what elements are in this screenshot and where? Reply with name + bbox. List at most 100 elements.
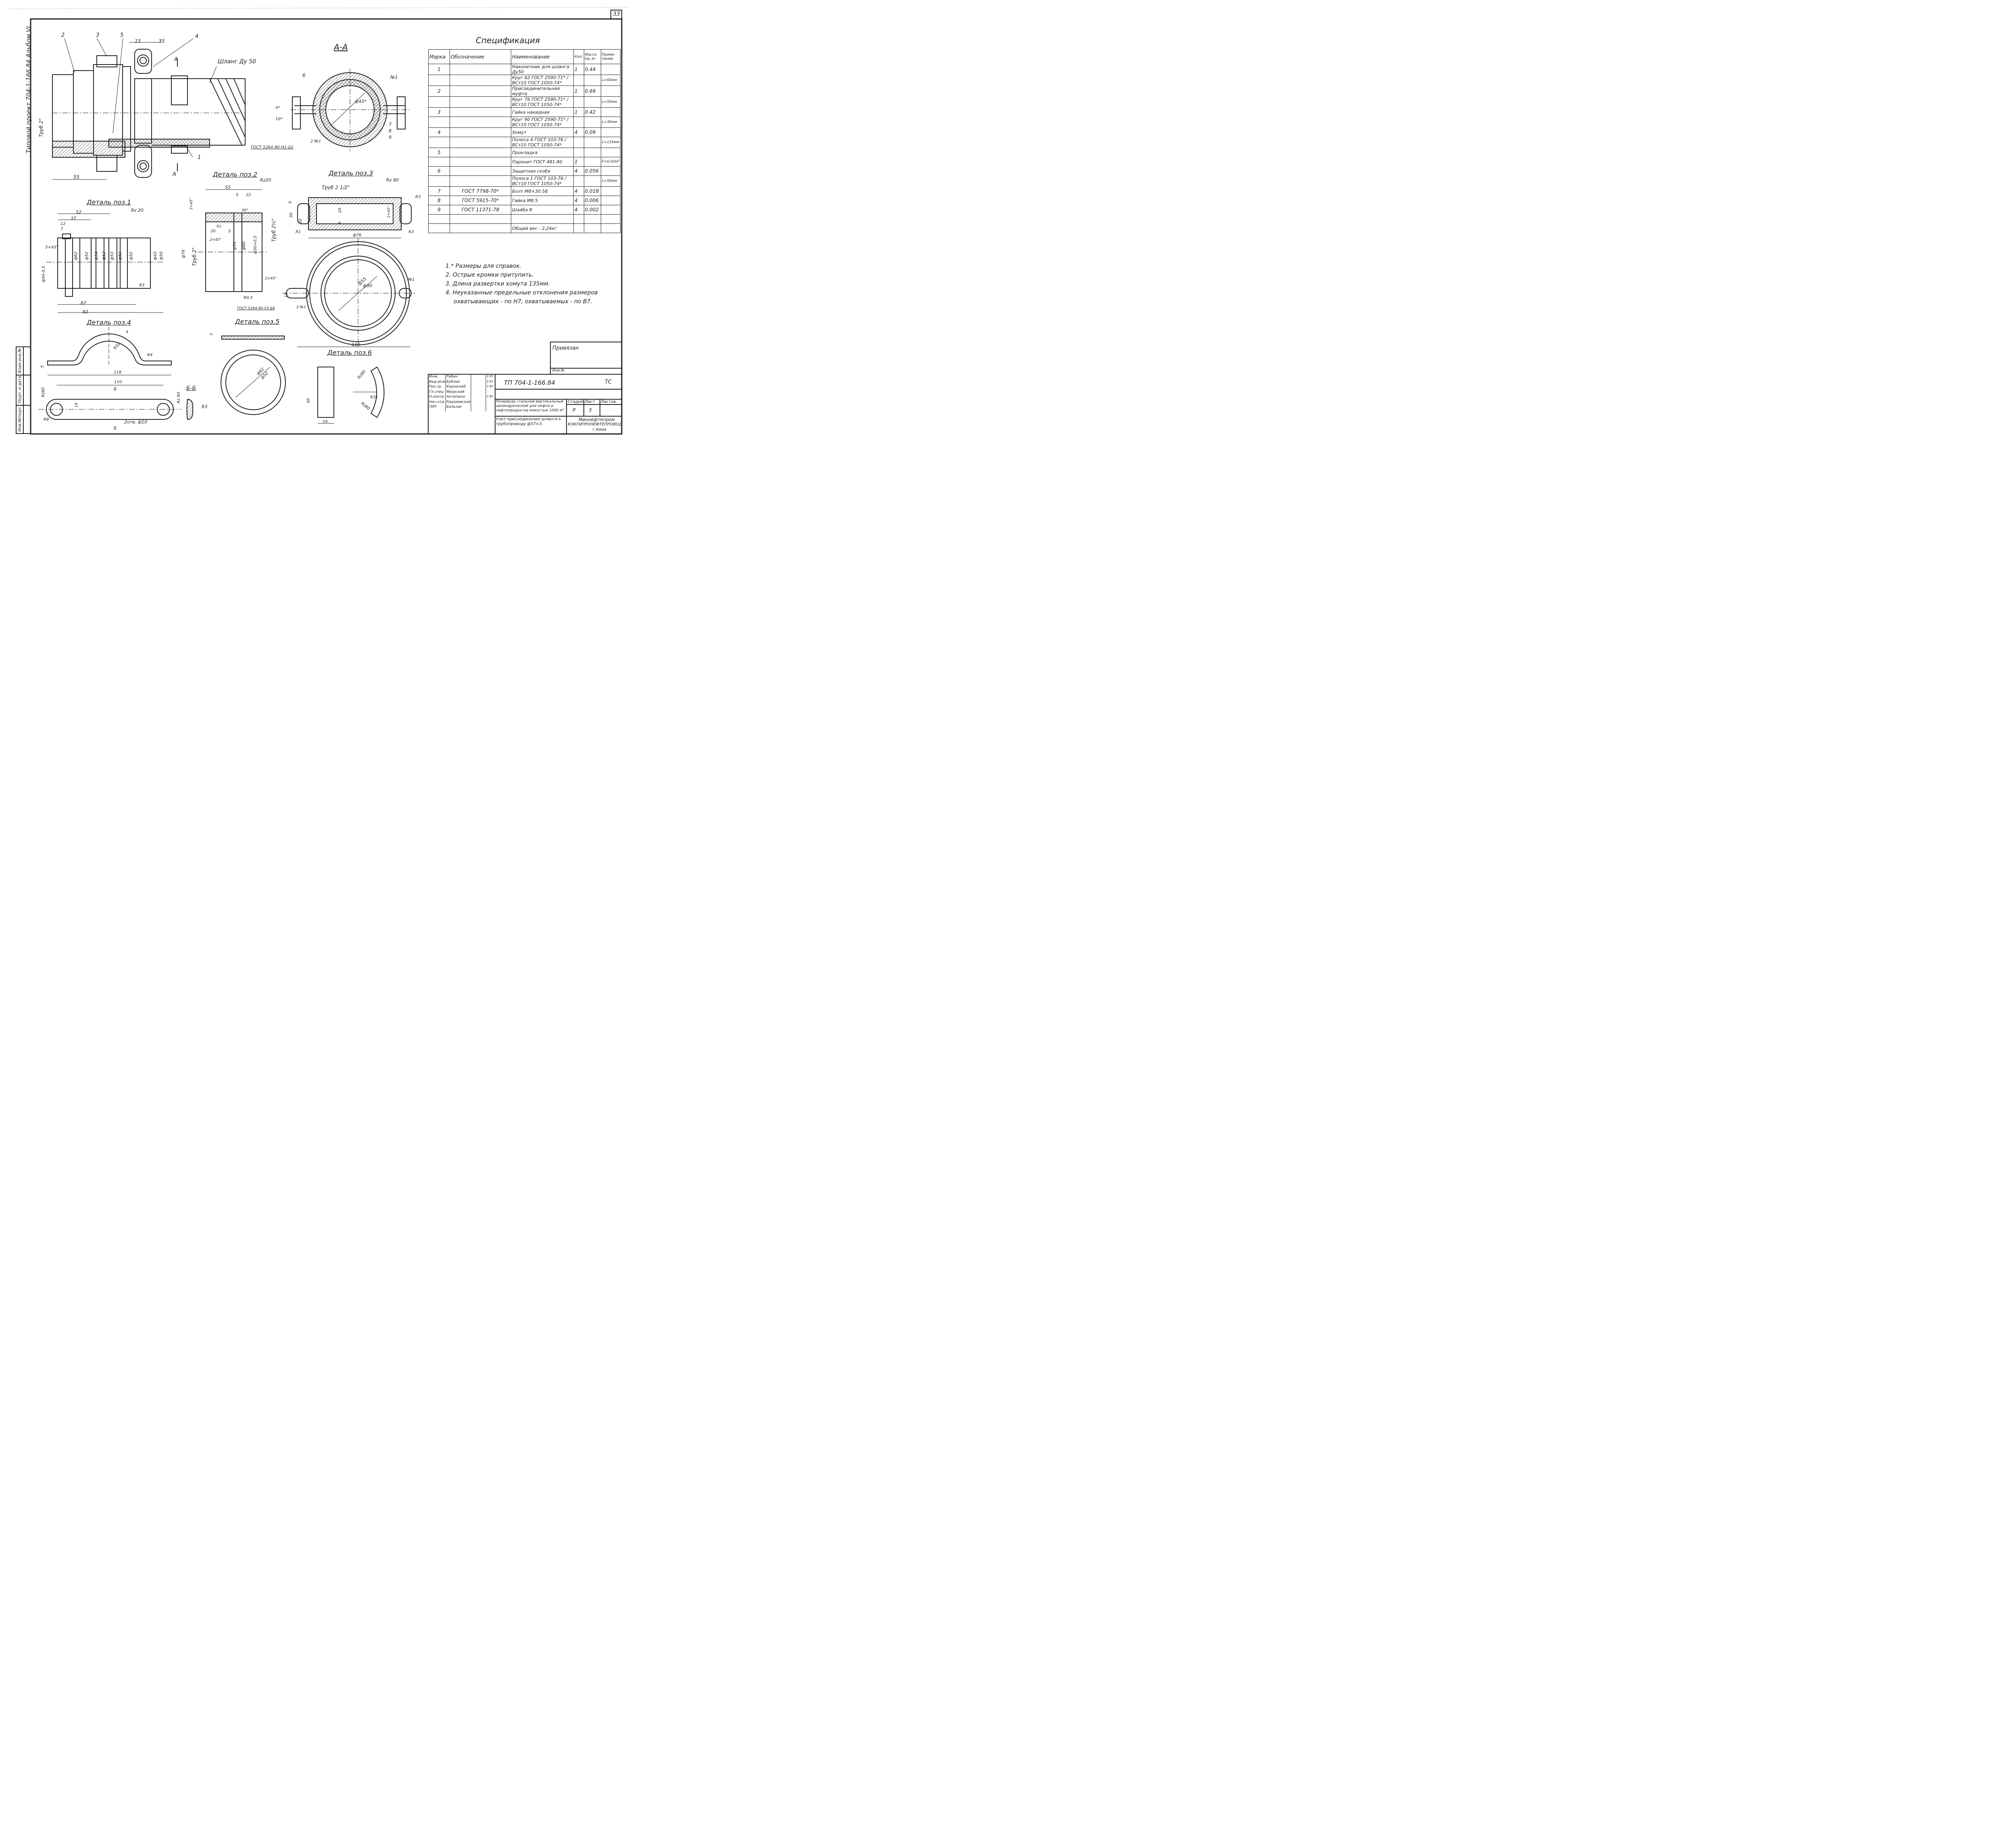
- detail2-d76: ф76: [181, 249, 186, 258]
- aa-leader-6: 6: [302, 73, 306, 78]
- aa-dim-4: 4*: [275, 106, 280, 110]
- spec-cell: [573, 117, 584, 128]
- spec-table: Марка Обозначение Наименование Кол. Масс…: [428, 49, 621, 233]
- spec-cell: 4: [428, 127, 450, 137]
- detail2-view: [198, 189, 268, 292]
- spec-row: 5 Прокладка: [428, 148, 621, 157]
- hose-label: Шланг Ду 50: [218, 58, 256, 65]
- note-1: 1.* Размеры для справок.: [446, 263, 522, 269]
- title-role-name: Корнилюб: [446, 385, 466, 389]
- detail1-dim-d53: ф53: [110, 251, 115, 260]
- bb-rz80: Rz 80: [177, 392, 181, 403]
- detail2-roughness: Rz20: [260, 177, 271, 183]
- detail2-chamfer-top: 2×45°: [190, 198, 194, 210]
- detail5-title: Деталь поз.5: [235, 318, 280, 325]
- title-sheet-label: Лист: [585, 400, 595, 404]
- spec-cell: ГОСТ 11371-78: [450, 205, 511, 215]
- spec-cell: 5: [428, 148, 450, 157]
- detail4-rz80: Rz80: [41, 387, 46, 397]
- spec-cell: [450, 148, 511, 157]
- title-sheets-label: Листов: [601, 400, 616, 404]
- spec-cell: Хомут: [511, 127, 574, 137]
- stamp-replace-label: Взам.инв.№: [18, 348, 22, 373]
- detail6-dim-50: 50: [306, 398, 311, 403]
- leader-2: 2: [61, 32, 65, 38]
- detail1-chamfer: 3×45°: [45, 245, 58, 250]
- detail4-r8: R8: [44, 417, 49, 422]
- spec-cell: Болт М8×30.58: [511, 186, 574, 196]
- pipe-label: Труб 2": [38, 118, 44, 137]
- spec-cell: F=0.02м²: [600, 157, 621, 167]
- spec-header-qty: Кол.: [573, 49, 584, 64]
- detail2-dim-55: 55: [225, 185, 231, 190]
- spec-cell: [573, 137, 584, 148]
- spec-cell: [573, 175, 584, 187]
- title-inv: Инв.№: [552, 369, 565, 373]
- detail4-dim-5: 5: [40, 365, 45, 368]
- spec-cell: [428, 117, 450, 128]
- spec-cell: [450, 64, 511, 75]
- spec-header-name: Наименование: [511, 49, 574, 64]
- detail3-d76: ф76: [353, 233, 362, 238]
- spec-cell: 0.09: [583, 127, 601, 137]
- spec-cell: 6: [428, 166, 450, 176]
- title-org1: Миннефтепром: [579, 417, 615, 422]
- detail2-d50: ф50+0,5: [253, 236, 258, 254]
- sheet-frame: [30, 18, 623, 435]
- detail2-dim-22: 22: [246, 193, 251, 197]
- detail2-d70: ф70: [233, 241, 237, 250]
- left-stamp-strip: [16, 346, 31, 434]
- spec-cell: 4: [573, 205, 584, 215]
- stamp-inv-label: Инв.№подл.: [18, 406, 22, 432]
- detail1-dim-d43: ф43: [153, 251, 158, 260]
- spec-cell: 0.018: [583, 186, 601, 196]
- title-role-name: Яворский: [446, 390, 464, 394]
- leader-3: 3: [96, 32, 100, 38]
- spec-cell: Гайка накидная: [511, 107, 574, 117]
- aa-leader-7: 7: [389, 122, 392, 127]
- spec-cell: [583, 157, 601, 167]
- note-3: 3. Длина развертки хомута 135мм.: [446, 281, 550, 287]
- detail2-weld: ГОСТ 5264-80-У3-Δ6: [237, 307, 275, 311]
- detail1-dim-52: 52: [76, 210, 81, 215]
- spec-cell: [583, 148, 601, 157]
- spec-cell: Полоса 1 ГОСТ 103-76 / ВСт10 ГОСТ 1050-7…: [511, 175, 574, 187]
- spec-cell: [600, 186, 621, 196]
- dim-15: 15: [135, 38, 141, 44]
- spec-cell: Наконечник для шланга Ду50: [511, 64, 574, 75]
- title-role-name: Антипина: [446, 395, 465, 399]
- spec-cell: [573, 96, 584, 108]
- spec-cell: 1: [573, 85, 584, 97]
- title-role-name: Рабин: [446, 375, 458, 379]
- spec-row: Круг 76 ГОСТ 2590-71* / ВСт10 ГОСТ 1050-…: [428, 96, 621, 108]
- section-bb-view: [186, 398, 194, 420]
- spec-cell: [583, 137, 601, 148]
- detail3-chamfer: 2×45°: [387, 206, 391, 218]
- detail3-pipe: Труб 2 1/2": [322, 185, 350, 190]
- detail4-r4: R4: [147, 353, 153, 357]
- note-5: охватывающих - по H7, охватываемых - по …: [454, 298, 592, 305]
- ring-d90: ф90: [363, 283, 373, 288]
- spec-cell: [428, 157, 450, 167]
- stamp-sign-label: Подп. и дата: [18, 375, 22, 403]
- spec-cell: [428, 137, 450, 148]
- title-role: Вед.инж: [429, 380, 446, 384]
- section-mark-a-top: А: [174, 56, 178, 63]
- ring-dim-10: 10: [284, 292, 289, 298]
- detail1-dim-d54: ф54: [94, 251, 99, 260]
- spec-cell: [600, 64, 621, 75]
- title-role: Гл.спец: [429, 390, 444, 394]
- detail6-title: Деталь поз.6: [327, 349, 372, 357]
- spec-cell: Прокладка: [511, 148, 574, 157]
- spec-cell: [600, 196, 621, 205]
- detail2-r05: R0,5: [244, 296, 253, 300]
- title-city: г.Киев: [593, 427, 607, 432]
- spec-cell: Круг 76 ГОСТ 2590-71* / ВСт10 ГОСТ 1050-…: [511, 96, 574, 108]
